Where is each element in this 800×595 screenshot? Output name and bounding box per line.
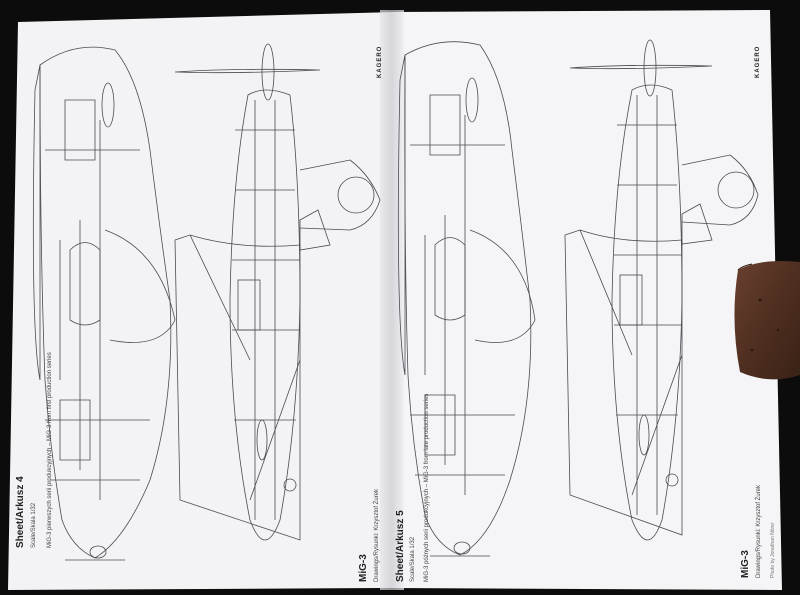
gutter-shadow	[380, 10, 404, 590]
left-caption: MiG-3 pierwszych serii produkcyjnych – M…	[47, 352, 53, 548]
paperweight-block	[734, 261, 800, 380]
middle-model-title: MiG-3	[358, 554, 369, 582]
right-sheet-title: Sheet/Arkusz 5	[395, 510, 406, 582]
right-scale-label: Scale/Skala 1/32	[410, 536, 416, 582]
right-kagero-logo: KAGERO	[755, 45, 761, 78]
left-scale-label: Scale/Skala 1/32	[31, 502, 37, 548]
middle-drawings-credit: Drawings/Rysunki: Krzysztof Żurek	[374, 488, 380, 582]
right-page	[390, 10, 782, 590]
left-kagero-logo: KAGERO	[377, 45, 383, 78]
left-top-view	[174, 43, 381, 541]
right-model-title: MiG-3	[740, 550, 751, 578]
right-side-view	[397, 41, 536, 557]
left-sheet-title: Sheet/Arkusz 4	[15, 476, 26, 548]
left-side-view	[32, 46, 176, 561]
right-drawings-credit: Drawings/Rysunki: Krzysztof Żurek	[756, 484, 762, 578]
left-page	[8, 12, 395, 590]
right-caption: MiG-3 późnych serii produkcyjnych – MiG-…	[424, 393, 430, 582]
right-top-view	[564, 39, 759, 541]
photo-credit: Photo by Jonathan Nörer	[770, 522, 776, 578]
